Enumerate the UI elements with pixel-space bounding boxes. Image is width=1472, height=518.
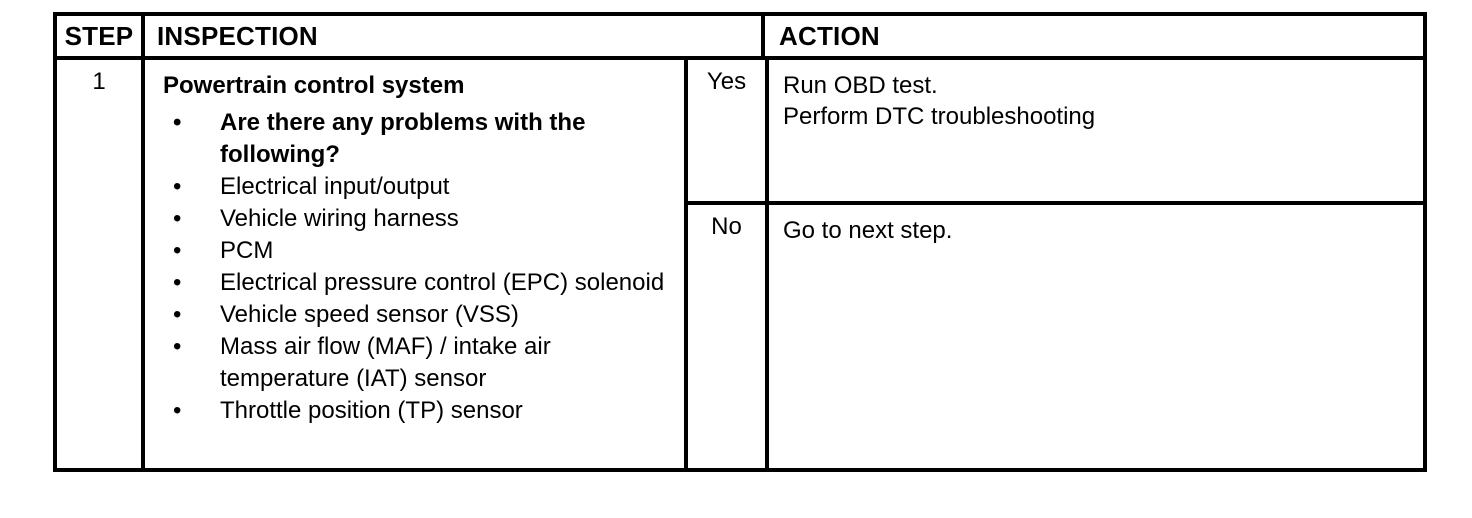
bullet-icon: • [173, 237, 182, 264]
bullet-icon: • [173, 269, 182, 296]
list-item-label: Vehicle wiring harness [220, 205, 459, 232]
bullet-icon: • [173, 333, 182, 360]
list-item-label: Are there any problems with the followin… [220, 109, 586, 168]
table-header-row: STEP INSPECTION ACTION [57, 16, 1423, 60]
list-item: • Are there any problems with the follow… [163, 107, 674, 171]
list-item-label: Electrical input/output [220, 173, 450, 200]
list-item-label: Electrical pressure control (EPC) soleno… [220, 269, 665, 296]
cell-step-number: 1 [57, 60, 145, 468]
header-cell-inspection: INSPECTION [145, 16, 765, 56]
bullet-icon: • [173, 109, 182, 136]
list-item-label: Throttle position (TP) sensor [220, 397, 523, 424]
header-label-step: STEP [64, 21, 134, 51]
action-cell-no: Go to next step. [769, 205, 1423, 468]
bullet-icon: • [173, 397, 182, 424]
action-cell-yes: Run OBD test. Perform DTC troubleshootin… [769, 60, 1423, 205]
header-label-inspection: INSPECTION [157, 21, 318, 51]
list-item: • Electrical pressure control (EPC) sole… [163, 267, 674, 299]
action-line: Perform DTC troubleshooting [783, 103, 1096, 130]
bullet-icon: • [173, 205, 182, 232]
bullet-icon: • [173, 301, 182, 328]
step-number-value: 1 [92, 68, 106, 95]
list-item: • Vehicle wiring harness [163, 203, 674, 235]
inspection-title: Powertrain control system [163, 72, 465, 99]
cell-action-column: Run OBD test. Perform DTC troubleshootin… [769, 60, 1423, 468]
header-label-action: ACTION [779, 21, 880, 51]
answer-label-no: No [711, 213, 742, 240]
list-item: • PCM [163, 235, 674, 267]
header-cell-step: STEP [57, 16, 145, 56]
list-item-label: PCM [220, 237, 274, 264]
list-item: • Throttle position (TP) sensor [163, 395, 674, 427]
list-item-label: Mass air flow (MAF) / intake air tempera… [220, 333, 551, 392]
list-item-label: Vehicle speed sensor (VSS) [220, 301, 519, 328]
answer-label-yes: Yes [706, 68, 747, 95]
bullet-icon: • [173, 173, 182, 200]
header-cell-action: ACTION [765, 16, 1423, 56]
diagnostic-table: STEP INSPECTION ACTION 1 Powertrain cont… [53, 12, 1427, 472]
list-item: • Mass air flow (MAF) / intake air tempe… [163, 331, 674, 395]
list-item: • Vehicle speed sensor (VSS) [163, 299, 674, 331]
table-body: 1 Powertrain control system • Are there … [57, 60, 1423, 468]
cell-answer-column: Yes No [688, 60, 769, 468]
list-item: • Electrical input/output [163, 171, 674, 203]
action-line: Run OBD test. [783, 72, 938, 99]
answer-cell-yes: Yes [688, 60, 765, 205]
inspection-bullet-list: • Are there any problems with the follow… [163, 107, 674, 427]
cell-inspection: Powertrain control system • Are there an… [145, 60, 688, 468]
answer-cell-no: No [688, 205, 765, 468]
action-line: Go to next step. [783, 217, 953, 244]
